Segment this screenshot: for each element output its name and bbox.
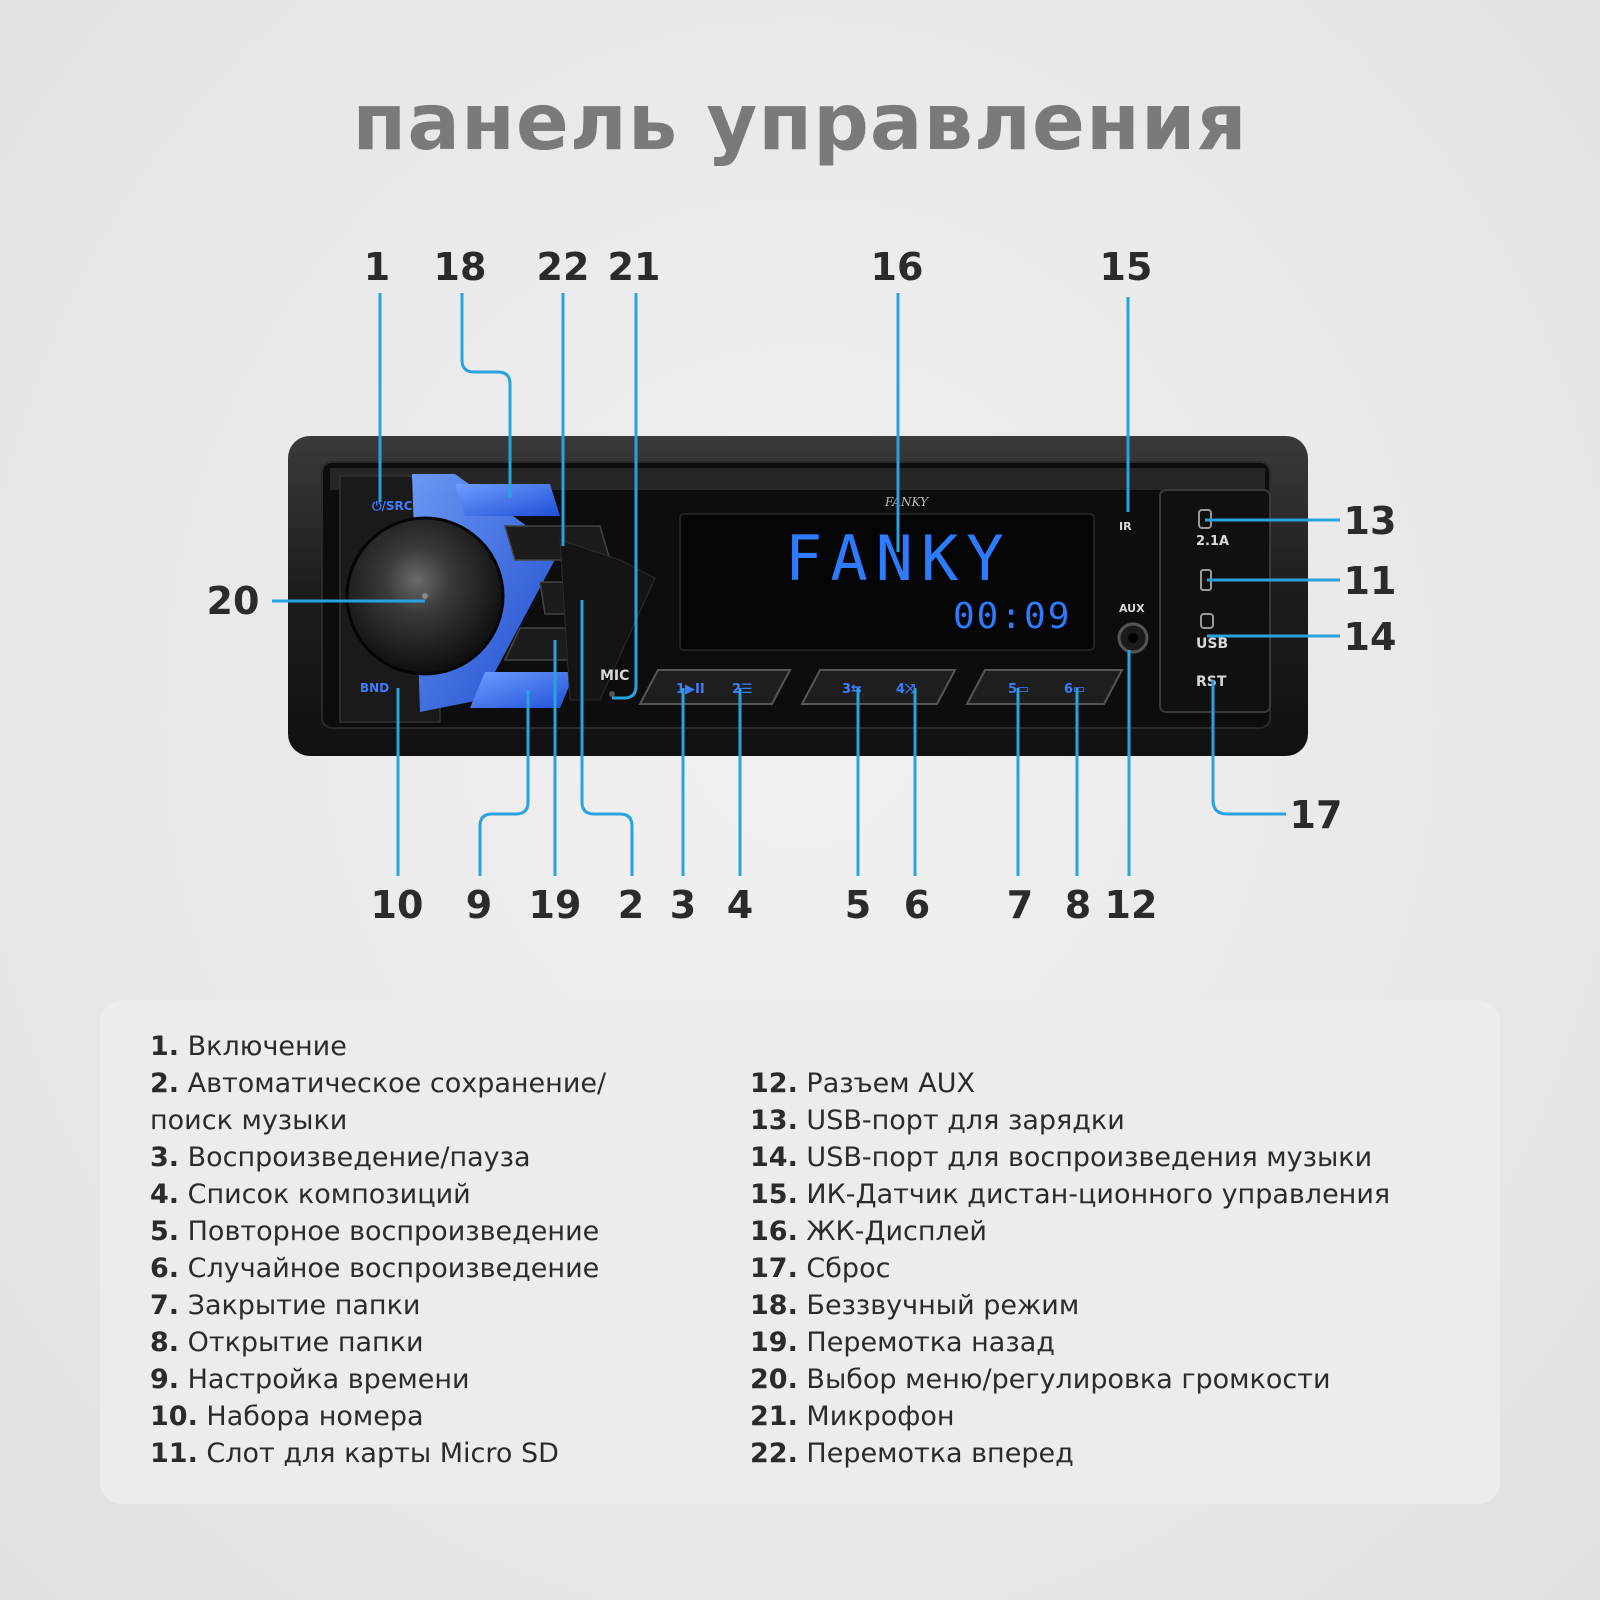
callout-7: 7 — [1007, 883, 1033, 927]
usb-port-icon[interactable] — [1200, 613, 1214, 629]
legend-item: 1. Включение — [150, 1031, 347, 1062]
usb-charge-label: 2.1A — [1196, 534, 1229, 549]
callout-3: 3 — [670, 883, 696, 927]
left-control-cluster: ⏻/SRC BND MIC — [339, 474, 656, 723]
legend-left-column: 1. Включение 2. Автоматическое сохранени… — [150, 1028, 730, 1472]
callout-1: 1 — [364, 245, 390, 289]
legend-item: 22. Перемотка вперед — [750, 1438, 1074, 1469]
brand-logo: FANKY — [884, 495, 929, 509]
legend-panel: 1. Включение 2. Автоматическое сохранени… — [100, 1000, 1500, 1504]
callout-12: 12 — [1105, 883, 1158, 927]
legend-item: 5. Повторное воспроизведение — [150, 1216, 600, 1247]
callout-22: 22 — [537, 245, 590, 289]
legend-right-column: 12. Разъем AUX 13. USB-порт для зарядки … — [750, 1065, 1470, 1472]
callout-numbers: 1 18 22 21 16 15 13 11 14 20 17 10 9 19 … — [207, 245, 1397, 927]
callout-2: 2 — [618, 883, 644, 927]
legend-item: поиск музыки — [150, 1105, 348, 1136]
callout-8: 8 — [1065, 883, 1091, 927]
preset-group-3[interactable] — [965, 669, 1124, 705]
callout-6: 6 — [904, 883, 930, 927]
src-label: ⏻/SRC — [372, 499, 413, 513]
legend-item: 9. Настройка времени — [150, 1364, 470, 1395]
callout-9: 9 — [466, 883, 492, 927]
legend-item: 3. Воспроизведение/пауза — [150, 1142, 531, 1173]
aux-label: AUX — [1119, 602, 1145, 615]
legend-item: 8. Открытие папки — [150, 1327, 424, 1358]
mic-hole — [609, 691, 615, 697]
mic-label: MIC — [600, 668, 629, 684]
legend-item: 6. Случайное воспроизведение — [150, 1253, 600, 1284]
lcd-display: FANKY FANKY 00:09 IR AUX — [679, 495, 1149, 654]
leader-17 — [1211, 680, 1286, 816]
display-main-text: FANKY — [785, 522, 1012, 595]
callout-16: 16 — [871, 245, 924, 289]
preset-2-label: 2☰ — [732, 682, 753, 697]
rst-label: RST — [1196, 674, 1227, 690]
legend-item: 14. USB-порт для воспроизведения музыки — [750, 1142, 1373, 1173]
leader-21 — [612, 293, 638, 700]
preset-6-label: 6▭ — [1064, 682, 1085, 697]
display-time: 00:09 — [953, 596, 1071, 637]
legend-item: 2. Автоматическое сохранение/ — [150, 1068, 607, 1099]
callout-15: 15 — [1100, 245, 1153, 289]
preset-1-label: 1▶II — [676, 682, 705, 697]
callout-21: 21 — [608, 245, 661, 289]
port-door: 2.1A USB RST — [1159, 489, 1271, 713]
page-title: панель управления — [352, 78, 1248, 168]
time-set-button[interactable] — [470, 672, 575, 708]
legend-item: 4. Список композиций — [150, 1179, 471, 1210]
bnd-label: BND — [360, 681, 389, 695]
leader-lines — [272, 293, 1340, 876]
legend-item: 10. Набора номера — [150, 1401, 424, 1432]
legend-item: 20. Выбор меню/регулировка громкости — [750, 1364, 1331, 1395]
callout-14: 14 — [1344, 615, 1397, 659]
callout-18: 18 — [434, 245, 487, 289]
ir-label: IR — [1119, 520, 1132, 533]
leader-2 — [580, 600, 634, 876]
preset-group-2[interactable] — [800, 669, 957, 705]
callout-19: 19 — [529, 883, 582, 927]
legend-item: 21. Микрофон — [750, 1401, 955, 1432]
usb-label: USB — [1196, 636, 1228, 652]
preset-group-1[interactable] — [638, 669, 792, 705]
leader-9 — [478, 690, 530, 876]
callout-11: 11 — [1344, 559, 1397, 603]
mute-button[interactable] — [455, 484, 560, 516]
legend-item: 18. Беззвучный режим — [750, 1290, 1080, 1321]
preset-buttons: 1▶II 2☰ 3⇆ 4⤨ 5▭ 6▭ — [638, 669, 1124, 705]
callout-4: 4 — [727, 883, 753, 927]
legend-item: 13. USB-порт для зарядки — [750, 1105, 1125, 1136]
callout-20: 20 — [207, 579, 260, 623]
callout-13: 13 — [1344, 499, 1397, 543]
legend-item: 12. Разъем AUX — [750, 1068, 975, 1099]
car-radio-diagram: ⏻/SRC BND MIC FANKY FANKY 00:09 IR AUX 1… — [207, 245, 1397, 927]
leader-18 — [460, 293, 512, 498]
legend-item: 11. Слот для карты Micro SD — [150, 1438, 559, 1469]
callout-10: 10 — [371, 883, 424, 927]
callout-5: 5 — [845, 883, 871, 927]
legend-item: 19. Перемотка назад — [750, 1327, 1055, 1358]
legend-item: 16. ЖК-Дисплей — [750, 1216, 987, 1247]
legend-item: 15. ИК-Датчик дистан-ционного управления — [750, 1179, 1391, 1210]
legend-item: 17. Сброс — [750, 1253, 891, 1284]
callout-17: 17 — [1290, 793, 1343, 837]
preset-4-label: 4⤨ — [896, 682, 916, 697]
legend-item: 7. Закрытие папки — [150, 1290, 421, 1321]
